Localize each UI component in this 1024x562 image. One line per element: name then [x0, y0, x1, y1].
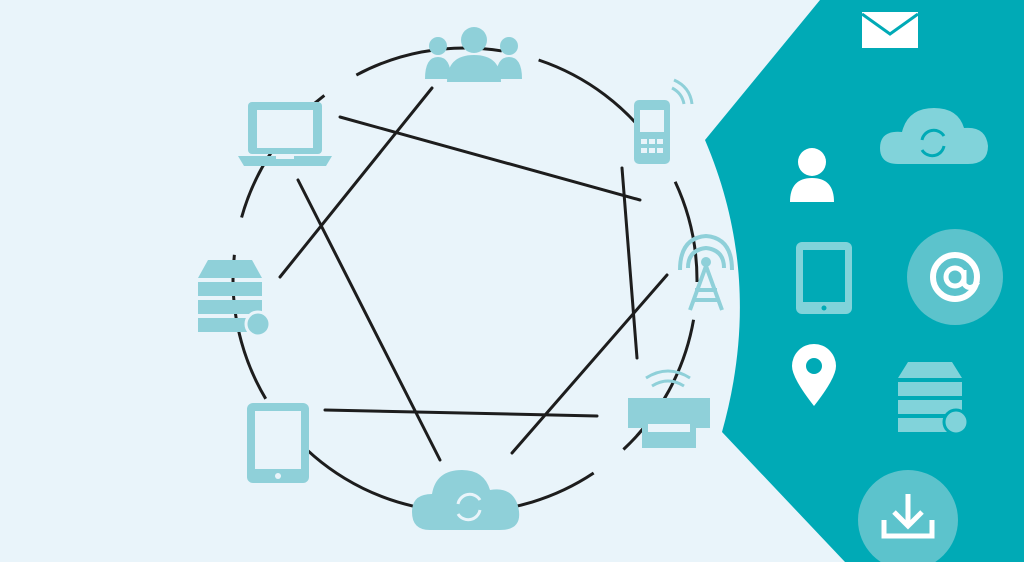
laptop-icon — [238, 102, 332, 166]
database-icon-panel — [898, 362, 970, 436]
cloud-sync-icon — [412, 470, 520, 530]
location-pin-icon — [792, 344, 836, 406]
tablet-icon-panel — [796, 242, 852, 314]
mobile-phone-icon — [634, 78, 694, 164]
database-icon — [198, 260, 272, 338]
download-icon — [858, 470, 958, 562]
tablet-icon — [247, 403, 309, 483]
users-group-icon — [425, 27, 522, 82]
connection-lines — [278, 86, 669, 462]
cloud-sync-icon-panel — [880, 108, 988, 164]
antenna-icon — [678, 233, 734, 311]
user-icon — [790, 148, 834, 202]
printer-icon — [628, 369, 710, 448]
at-sign-icon — [907, 229, 1003, 325]
email-icon — [861, 12, 919, 48]
